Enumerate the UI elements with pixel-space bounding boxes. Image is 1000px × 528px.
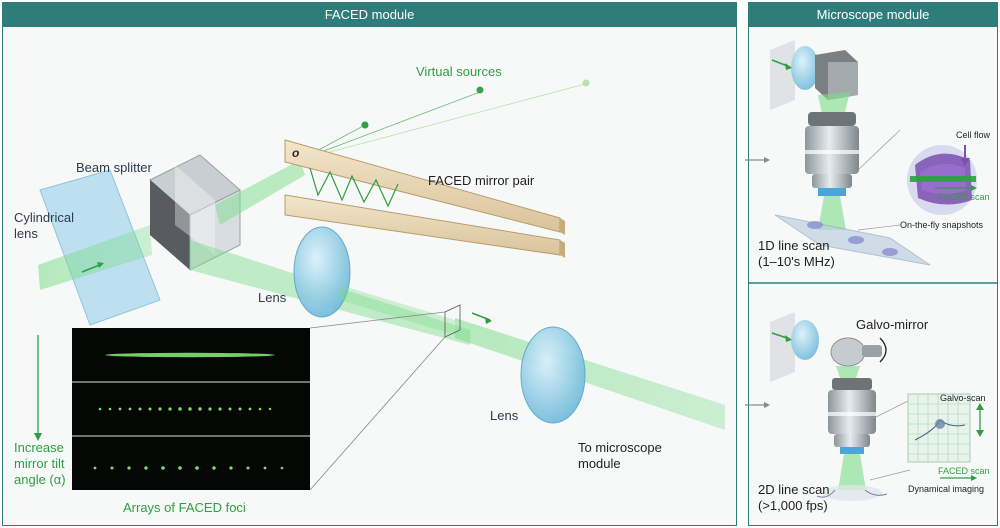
origin-label: o [292,146,300,160]
arrays-foci-label: Arrays of FACED foci [123,500,246,515]
microscope-bottom-illustration [770,312,984,501]
bottom-mode-line1: 2D line scan [758,482,830,497]
snapshots-label: On-the-fly snapshots [900,220,984,230]
beam-to-mirror [215,160,305,225]
incoming-beam [38,225,152,290]
beam-splitter-label: Beam splitter [76,160,152,175]
virtual-source-dot [361,121,369,129]
top-mode-line1: 1D line scan [758,238,830,253]
increase-tilt-label: Increase mirror tilt angle (α) [14,440,66,487]
virtual-sources-label: Virtual sources [416,64,502,79]
lens-2-label: Lens [490,408,519,423]
faced-mirror-pair [284,139,565,258]
galvo-scan-label: Galvo-scan [940,393,986,403]
top-mode-line2: (1–10's MHz) [758,254,835,269]
lens-2-shape [520,326,586,424]
bottom-mode-line2: (>1,000 fps) [758,498,828,513]
microscope-module-title: Microscope module [749,3,997,27]
faced-foci-image [72,328,310,490]
bottom-faced-scan-label: FACED scan [938,466,990,476]
output-beam [455,318,725,430]
lens-1-shape [293,226,351,318]
cylindrical-lens-label: Cylindrical lens [14,210,74,241]
galvo-mirror-label: Galvo-mirror [856,317,929,332]
virtual-source-dot [476,86,484,94]
mirror-pair-label: FACED mirror pair [428,173,535,188]
faced-module-title: FACED module [3,3,736,27]
lens-1-label: Lens [258,290,287,305]
top-faced-scan-label: FACED scan [938,192,990,202]
to-microscope-label: To microscope module [578,440,662,471]
foci-row-3 [93,466,284,470]
cell-flow-label: Cell flow [956,130,991,140]
microscope-top-illustration [770,40,977,266]
foci-row-2 [98,407,272,411]
virtual-source-dot [582,79,590,87]
dynamical-imaging-label: Dynamical imaging [908,484,985,494]
